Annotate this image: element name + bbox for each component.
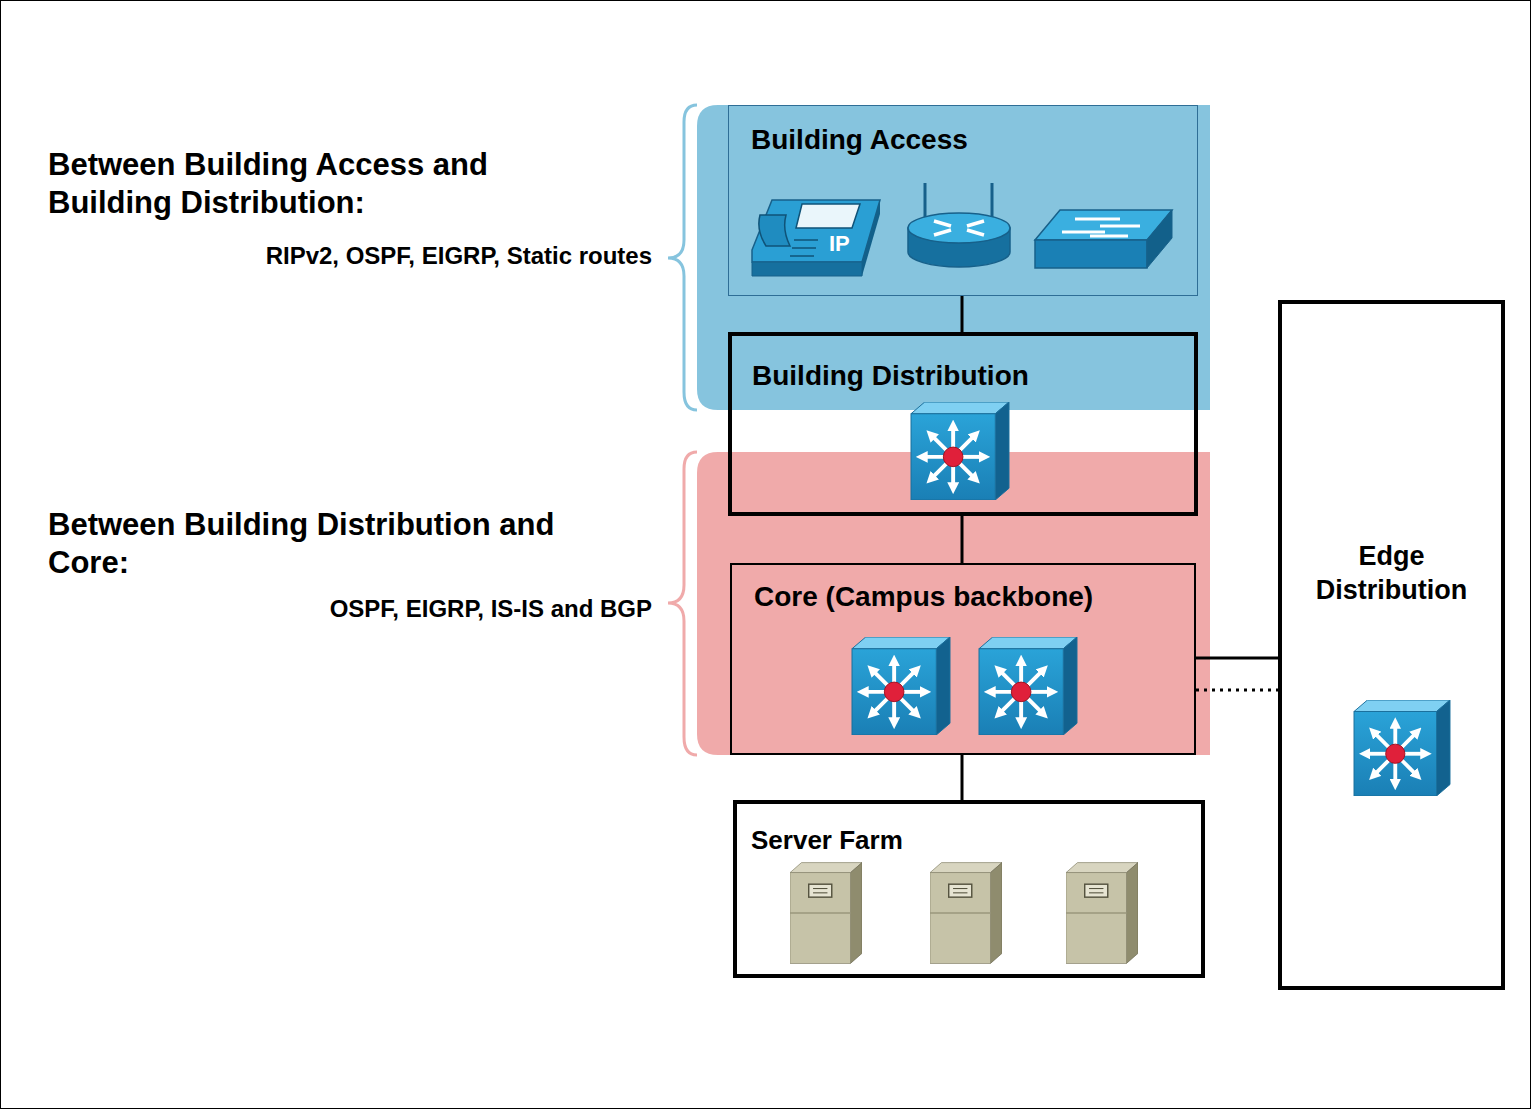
ip-phone-mark: IP [829,231,850,258]
group-heading: Between Building Distribution and Core: [48,506,596,582]
server-icon [930,863,1002,964]
server-icon [790,863,862,964]
wireless-router-icon [908,183,1010,267]
switch-icon [1035,210,1172,268]
blue-region [697,105,1210,410]
group-heading: Between Building Access and Building Dis… [48,146,596,222]
connector-stroke [1196,657,1278,660]
link-line [962,755,963,800]
pink-brace [668,452,697,755]
edge-distribution-box: Edge Distribution [1278,300,1505,990]
box-title: Core (Campus backbone) [754,579,1172,614]
server-icon [1066,863,1138,964]
blue-brace [668,105,697,410]
link-line [962,516,963,563]
dotted-link [1196,690,1278,691]
server-farm-box: Server Farm [733,800,1205,978]
box-title: Server Farm [751,824,1187,857]
multilayer-switch-icon [979,637,1077,735]
building-distribution-box: Building Distribution [728,332,1198,516]
protocol-list: RIPv2, OSPF, EIGRP, Static routes [266,241,652,270]
connector-stroke [961,516,964,563]
connector-stroke [961,755,964,800]
box-title: Edge Distribution [1286,540,1497,608]
core-box: Core (Campus backbone) [730,563,1196,755]
multilayer-switch-icon [852,637,950,735]
building-access-box: Building Access [728,105,1198,296]
multilayer-switch-icon [911,402,1009,500]
protocol-list: OSPF, EIGRP, IS-IS and BGP [330,594,652,623]
link-line [1196,658,1278,659]
link-line [962,296,963,332]
ip-phone-icon [752,200,880,276]
box-title: Building Distribution [752,358,1174,393]
multilayer-switch-icon [1354,700,1450,796]
connector-stroke [961,296,964,332]
box-title: Building Access [751,122,1175,157]
connector-stroke [1196,689,1278,692]
